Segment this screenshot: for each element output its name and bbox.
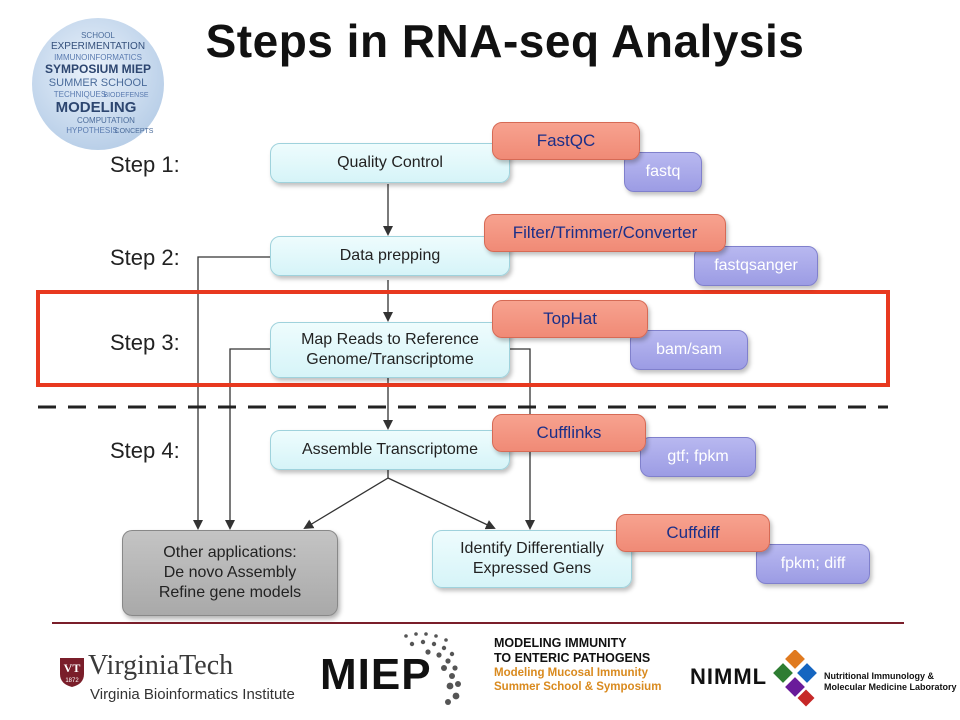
data-prepping-label: Data prepping	[339, 247, 441, 264]
miep-title-line1: MODELING IMMUNITY	[494, 636, 627, 650]
nimml-wordmark: NIMML	[690, 664, 768, 689]
fastqsanger-label: fastqsanger	[714, 257, 798, 274]
fpkm-diff-label: fpkm; diff	[780, 555, 846, 572]
filter-trimmer-converter-label: Filter/Trimmer/Converter	[512, 223, 698, 243]
nimml-sub-line2: Molecular Medicine Laboratory	[824, 682, 957, 692]
gtf-fpkm-label: gtf; fpkm	[667, 448, 729, 465]
other-applications-line2: De novo Assembly	[163, 564, 297, 581]
logo-word: SCHOOL	[81, 31, 115, 40]
fastq-format-box: fastq	[624, 152, 702, 192]
logo-word: IMMUNOINFORMATICS	[54, 53, 142, 62]
miep-subtitle-line2: Summer School & Symposium	[494, 681, 662, 693]
miep-subtitle-line1: Modeling Mucosal Immunity	[494, 667, 648, 679]
other-applications-box: Other applications: De novo Assembly Ref…	[122, 530, 338, 616]
cuffdiff-label: Cuffdiff	[666, 523, 720, 543]
quality-control-box: Quality Control	[270, 143, 510, 183]
fastqsanger-format-box: fastqsanger	[694, 246, 818, 286]
other-applications-line3: Refine gene models	[158, 584, 302, 601]
nimml-sub-line1: Nutritional Immunology &	[824, 671, 934, 681]
logo-word: EXPERIMENTATION	[51, 41, 145, 52]
arrow-step2-other	[193, 256, 270, 530]
svg-text:VT: VT	[64, 661, 81, 675]
differential-expression-box: Identify Differentially Expressed Gens	[432, 530, 632, 588]
logo-word: COMPUTATION	[77, 116, 135, 125]
bam-sam-format-box: bam/sam	[630, 330, 748, 370]
assemble-transcriptome-box: Assemble Transcriptome	[270, 430, 510, 470]
arrow-step4-other	[303, 470, 389, 530]
slide-title: Steps in RNA-seq Analysis	[205, 15, 805, 67]
data-prepping-box: Data prepping	[270, 236, 510, 276]
logo-word: TECHNIQUES	[54, 90, 106, 99]
vt-year: 1872	[65, 678, 79, 684]
arrow-step3-other	[225, 348, 270, 530]
quality-control-label: Quality Control	[337, 154, 443, 171]
differential-expression-line2: Expressed Gens	[472, 560, 592, 577]
filter-trimmer-converter-tool-box: Filter/Trimmer/Converter	[484, 214, 726, 252]
map-reads-box: Map Reads to Reference Genome/Transcript…	[270, 322, 510, 378]
differential-expression-line1: Identify Differentially	[460, 540, 604, 557]
logo-word: SYMPOSIUM MIEP	[45, 62, 151, 76]
step4-label: Step 4:	[110, 438, 180, 463]
logo-word: CONCEPTS	[115, 128, 154, 135]
map-reads-line2: Genome/Transcriptome	[306, 351, 474, 368]
step2-label: Step 2:	[110, 245, 180, 270]
miep-title-line2: TO ENTERIC PATHOGENS	[494, 651, 651, 665]
cufflinks-label: Cufflinks	[536, 423, 602, 443]
virginia-tech-wordmark: VirginiaTech	[88, 650, 234, 681]
step3-label: Step 3:	[110, 330, 180, 355]
miep-dots-icon	[386, 630, 486, 710]
logo-word: BIODEFENSE	[103, 92, 148, 99]
cufflinks-tool-box: Cufflinks	[492, 414, 646, 452]
footer-divider	[52, 622, 904, 624]
fastq-label: fastq	[645, 163, 681, 180]
logo-word: SUMMER SCHOOL	[49, 77, 147, 89]
step3-highlight-frame	[36, 290, 890, 387]
step1-label: Step 1:	[110, 152, 180, 177]
arrow-step3-diff	[510, 348, 535, 530]
assemble-transcriptome-label: Assemble Transcriptome	[301, 441, 479, 458]
miep-wordmark: MIEP	[320, 650, 432, 699]
fastqc-tool-box: FastQC	[492, 122, 640, 160]
map-reads-line1: Map Reads to Reference	[301, 331, 479, 348]
virginia-tech-shield-icon: VT 1872	[58, 656, 86, 687]
nimml-emblem-icon	[772, 649, 820, 708]
miep-text-block: MODELING IMMUNITY TO ENTERIC PATHOGENS M…	[494, 636, 661, 694]
logo-word: MODELING	[56, 99, 137, 116]
bam-sam-label: bam/sam	[656, 341, 722, 358]
logo-word: HYPOTHESIS	[66, 126, 118, 135]
arrow-step4-diff	[387, 477, 496, 530]
gtf-fpkm-format-box: gtf; fpkm	[640, 437, 756, 477]
symposium-logo: SCHOOL EXPERIMENTATION IMMUNOINFORMATICS…	[30, 16, 166, 152]
fastqc-label: FastQC	[536, 131, 596, 151]
nimml-text-block: Nutritional Immunology & Molecular Medic…	[824, 671, 957, 693]
cuffdiff-tool-box: Cuffdiff	[616, 514, 770, 552]
other-applications-line1: Other applications:	[163, 544, 297, 561]
vbi-name: Virginia Bioinformatics Institute	[90, 686, 295, 703]
tophat-label: TopHat	[543, 309, 597, 329]
tophat-tool-box: TopHat	[492, 300, 648, 338]
fpkm-diff-format-box: fpkm; diff	[756, 544, 870, 584]
